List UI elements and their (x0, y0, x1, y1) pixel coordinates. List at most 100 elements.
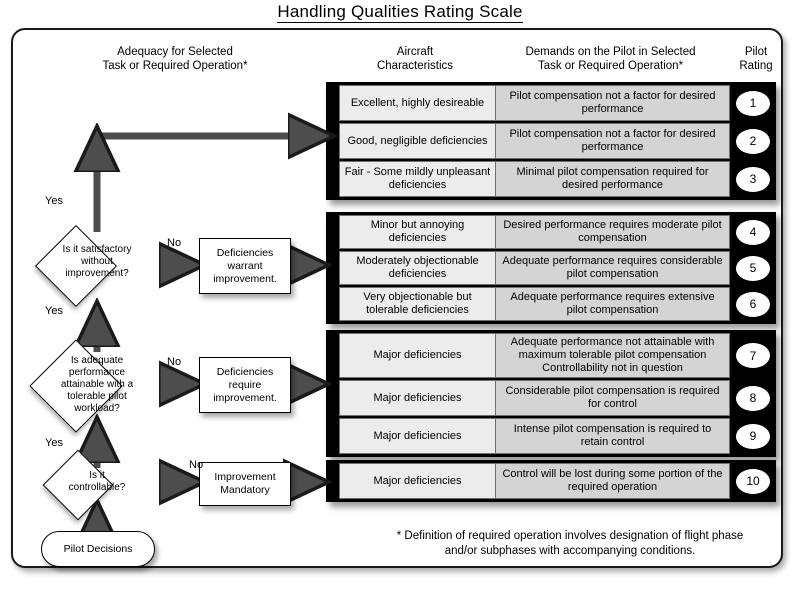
start-pilot-decisions[interactable]: Pilot Decisions (41, 531, 155, 567)
edge-label-no-2: No (167, 356, 182, 368)
cell-pilot-rating: 5 (730, 251, 776, 285)
cell-pilot-rating: 10 (730, 463, 776, 499)
rating-group-1-3: Excellent, highly desireable Pilot compe… (326, 82, 776, 200)
cell-demands: Pilot compensation not a factor for desi… (495, 123, 730, 159)
header-pilot-rating: Pilot Rating (725, 45, 787, 73)
header-aircraft-line1: Aircraft (396, 46, 434, 58)
decision-adequate-line3: attainable with a (60, 379, 134, 390)
page-title: Handling Qualities Rating Scale (0, 2, 800, 23)
decision-adequate-line2: performance (68, 367, 126, 378)
start-pilot-decisions-label: Pilot Decisions (63, 543, 133, 555)
decision-adequate-line5: workload? (74, 403, 120, 414)
table-row[interactable]: Very objectionable but tolerable deficie… (339, 287, 776, 321)
header-demands-line2: Task or Required Operation* (537, 60, 684, 72)
process-require-line2: require (228, 378, 262, 391)
rating-badge: 4 (736, 219, 770, 245)
rating-badge: 10 (736, 468, 770, 494)
edge-label-no-1: No (167, 237, 182, 249)
rating-badge: 6 (736, 291, 770, 317)
header-aircraft-line2: Characteristics (376, 60, 454, 72)
rating-badge: 5 (736, 255, 770, 281)
rating-group-7-9: Major deficiencies Adequate performance … (326, 330, 776, 457)
cell-demands: Minimal pilot compensation required for … (495, 161, 730, 197)
rating-group-10: Major deficiencies Control will be lost … (326, 460, 776, 502)
process-require-line3: improvement. (213, 391, 277, 404)
table-row[interactable]: Major deficiencies Intense pilot compens… (339, 418, 776, 454)
table-row[interactable]: Fair - Some mildly unpleasant deficienci… (339, 161, 776, 197)
cell-pilot-rating: 6 (730, 287, 776, 321)
cell-pilot-rating: 1 (730, 85, 776, 121)
edge-label-yes-1: Yes (45, 195, 63, 207)
cell-characteristics: Good, negligible deficiencies (339, 123, 495, 159)
cell-demands: Intense pilot compensation is required t… (495, 418, 730, 454)
decision-satisfactory-line3: improvement? (65, 268, 129, 279)
decision-satisfactory-line1: Is it satisfactory (62, 244, 132, 255)
cell-demands: Adequate performance not attainable with… (495, 333, 730, 378)
cell-demands: Pilot compensation not a factor for desi… (495, 85, 730, 121)
process-warrant-line2: warrant (227, 259, 263, 272)
rating-badge: 1 (736, 90, 770, 116)
header-rating-line1: Pilot (744, 46, 768, 58)
table-row[interactable]: Excellent, highly desireable Pilot compe… (339, 85, 776, 121)
cell-demands: Considerable pilot compensation is requi… (495, 380, 730, 416)
rating-badge: 8 (736, 385, 770, 411)
cell-demands: Control will be lost during some portion… (495, 463, 730, 499)
header-demands-line1: Demands on the Pilot in Selected (525, 46, 696, 58)
rating-badge: 9 (736, 423, 770, 449)
table-row[interactable]: Major deficiencies Considerable pilot co… (339, 380, 776, 416)
header-adequacy-line1: Adequacy for Selected (117, 46, 233, 58)
cell-pilot-rating: 9 (730, 418, 776, 454)
table-row[interactable]: Major deficiencies Adequate performance … (339, 333, 776, 378)
decision-adequate-line4: tolerable pilot (67, 391, 127, 402)
cell-characteristics: Minor but annoying deficiencies (339, 215, 495, 249)
header-demands-on-pilot: Demands on the Pilot in Selected Task or… (488, 45, 733, 73)
process-mandatory-line1: Improvement (214, 471, 276, 483)
decision-satisfactory-label: Is it satisfactory without improvement? (22, 244, 172, 280)
header-aircraft-characteristics: Aircraft Characteristics (340, 45, 490, 73)
cell-pilot-rating: 3 (730, 161, 776, 197)
edge-label-yes-2: Yes (45, 305, 63, 317)
cell-characteristics: Excellent, highly desireable (339, 85, 495, 121)
cell-characteristics: Major deficiencies (339, 463, 495, 499)
edge-label-no-3: No (189, 459, 204, 471)
decision-adequate-performance-label: Is adequate performance attainable with … (22, 355, 172, 415)
decision-adequate-line1: Is adequate (70, 355, 124, 366)
cell-characteristics: Major deficiencies (339, 333, 495, 378)
rating-group-4-6: Minor but annoying deficiencies Desired … (326, 212, 776, 324)
process-require-line1: Deficiencies (216, 365, 274, 378)
rating-badge: 3 (736, 166, 770, 192)
table-row[interactable]: Moderately objectionable deficiencies Ad… (339, 251, 776, 285)
cell-pilot-rating: 7 (730, 333, 776, 378)
cell-demands: Adequate performance requires considerab… (495, 251, 730, 285)
footnote: * Definition of required operation invol… (370, 529, 770, 559)
table-row[interactable]: Minor but annoying deficiencies Desired … (339, 215, 776, 249)
page-title-text: Handling Qualities Rating Scale (277, 2, 523, 23)
decision-controllable-line1: Is it (89, 470, 105, 481)
footnote-line1: * Definition of required operation invol… (396, 530, 744, 542)
cell-characteristics: Fair - Some mildly unpleasant deficienci… (339, 161, 495, 197)
rating-badge: 2 (736, 128, 770, 154)
cell-characteristics: Very objectionable but tolerable deficie… (339, 287, 495, 321)
header-adequacy-line2: Task or Required Operation* (102, 60, 248, 72)
process-warrant-improvement[interactable]: Deficiencies warrant improvement. (199, 238, 291, 294)
cell-pilot-rating: 2 (730, 123, 776, 159)
cell-characteristics: Major deficiencies (339, 380, 495, 416)
cell-pilot-rating: 8 (730, 380, 776, 416)
edge-label-yes-3: Yes (45, 437, 63, 449)
table-row[interactable]: Major deficiencies Control will be lost … (339, 463, 776, 499)
table-row[interactable]: Good, negligible deficiencies Pilot comp… (339, 123, 776, 159)
process-warrant-line1: Deficiencies (216, 246, 274, 259)
process-require-improvement[interactable]: Deficiencies require improvement. (199, 357, 291, 413)
cell-characteristics: Major deficiencies (339, 418, 495, 454)
header-rating-line2: Rating (739, 60, 773, 72)
process-warrant-line3: improvement. (213, 272, 277, 285)
decision-controllable-label: Is it controllable? (22, 470, 172, 494)
cell-demands: Adequate performance requires extensive … (495, 287, 730, 321)
decision-satisfactory-line2: without (81, 256, 113, 267)
cell-characteristics: Moderately objectionable deficiencies (339, 251, 495, 285)
cell-demands: Desired performance requires moderate pi… (495, 215, 730, 249)
header-adequacy: Adequacy for Selected Task or Required O… (40, 45, 310, 73)
process-improvement-mandatory[interactable]: Improvement Mandatory (199, 462, 291, 506)
process-mandatory-line2: Mandatory (220, 484, 270, 496)
